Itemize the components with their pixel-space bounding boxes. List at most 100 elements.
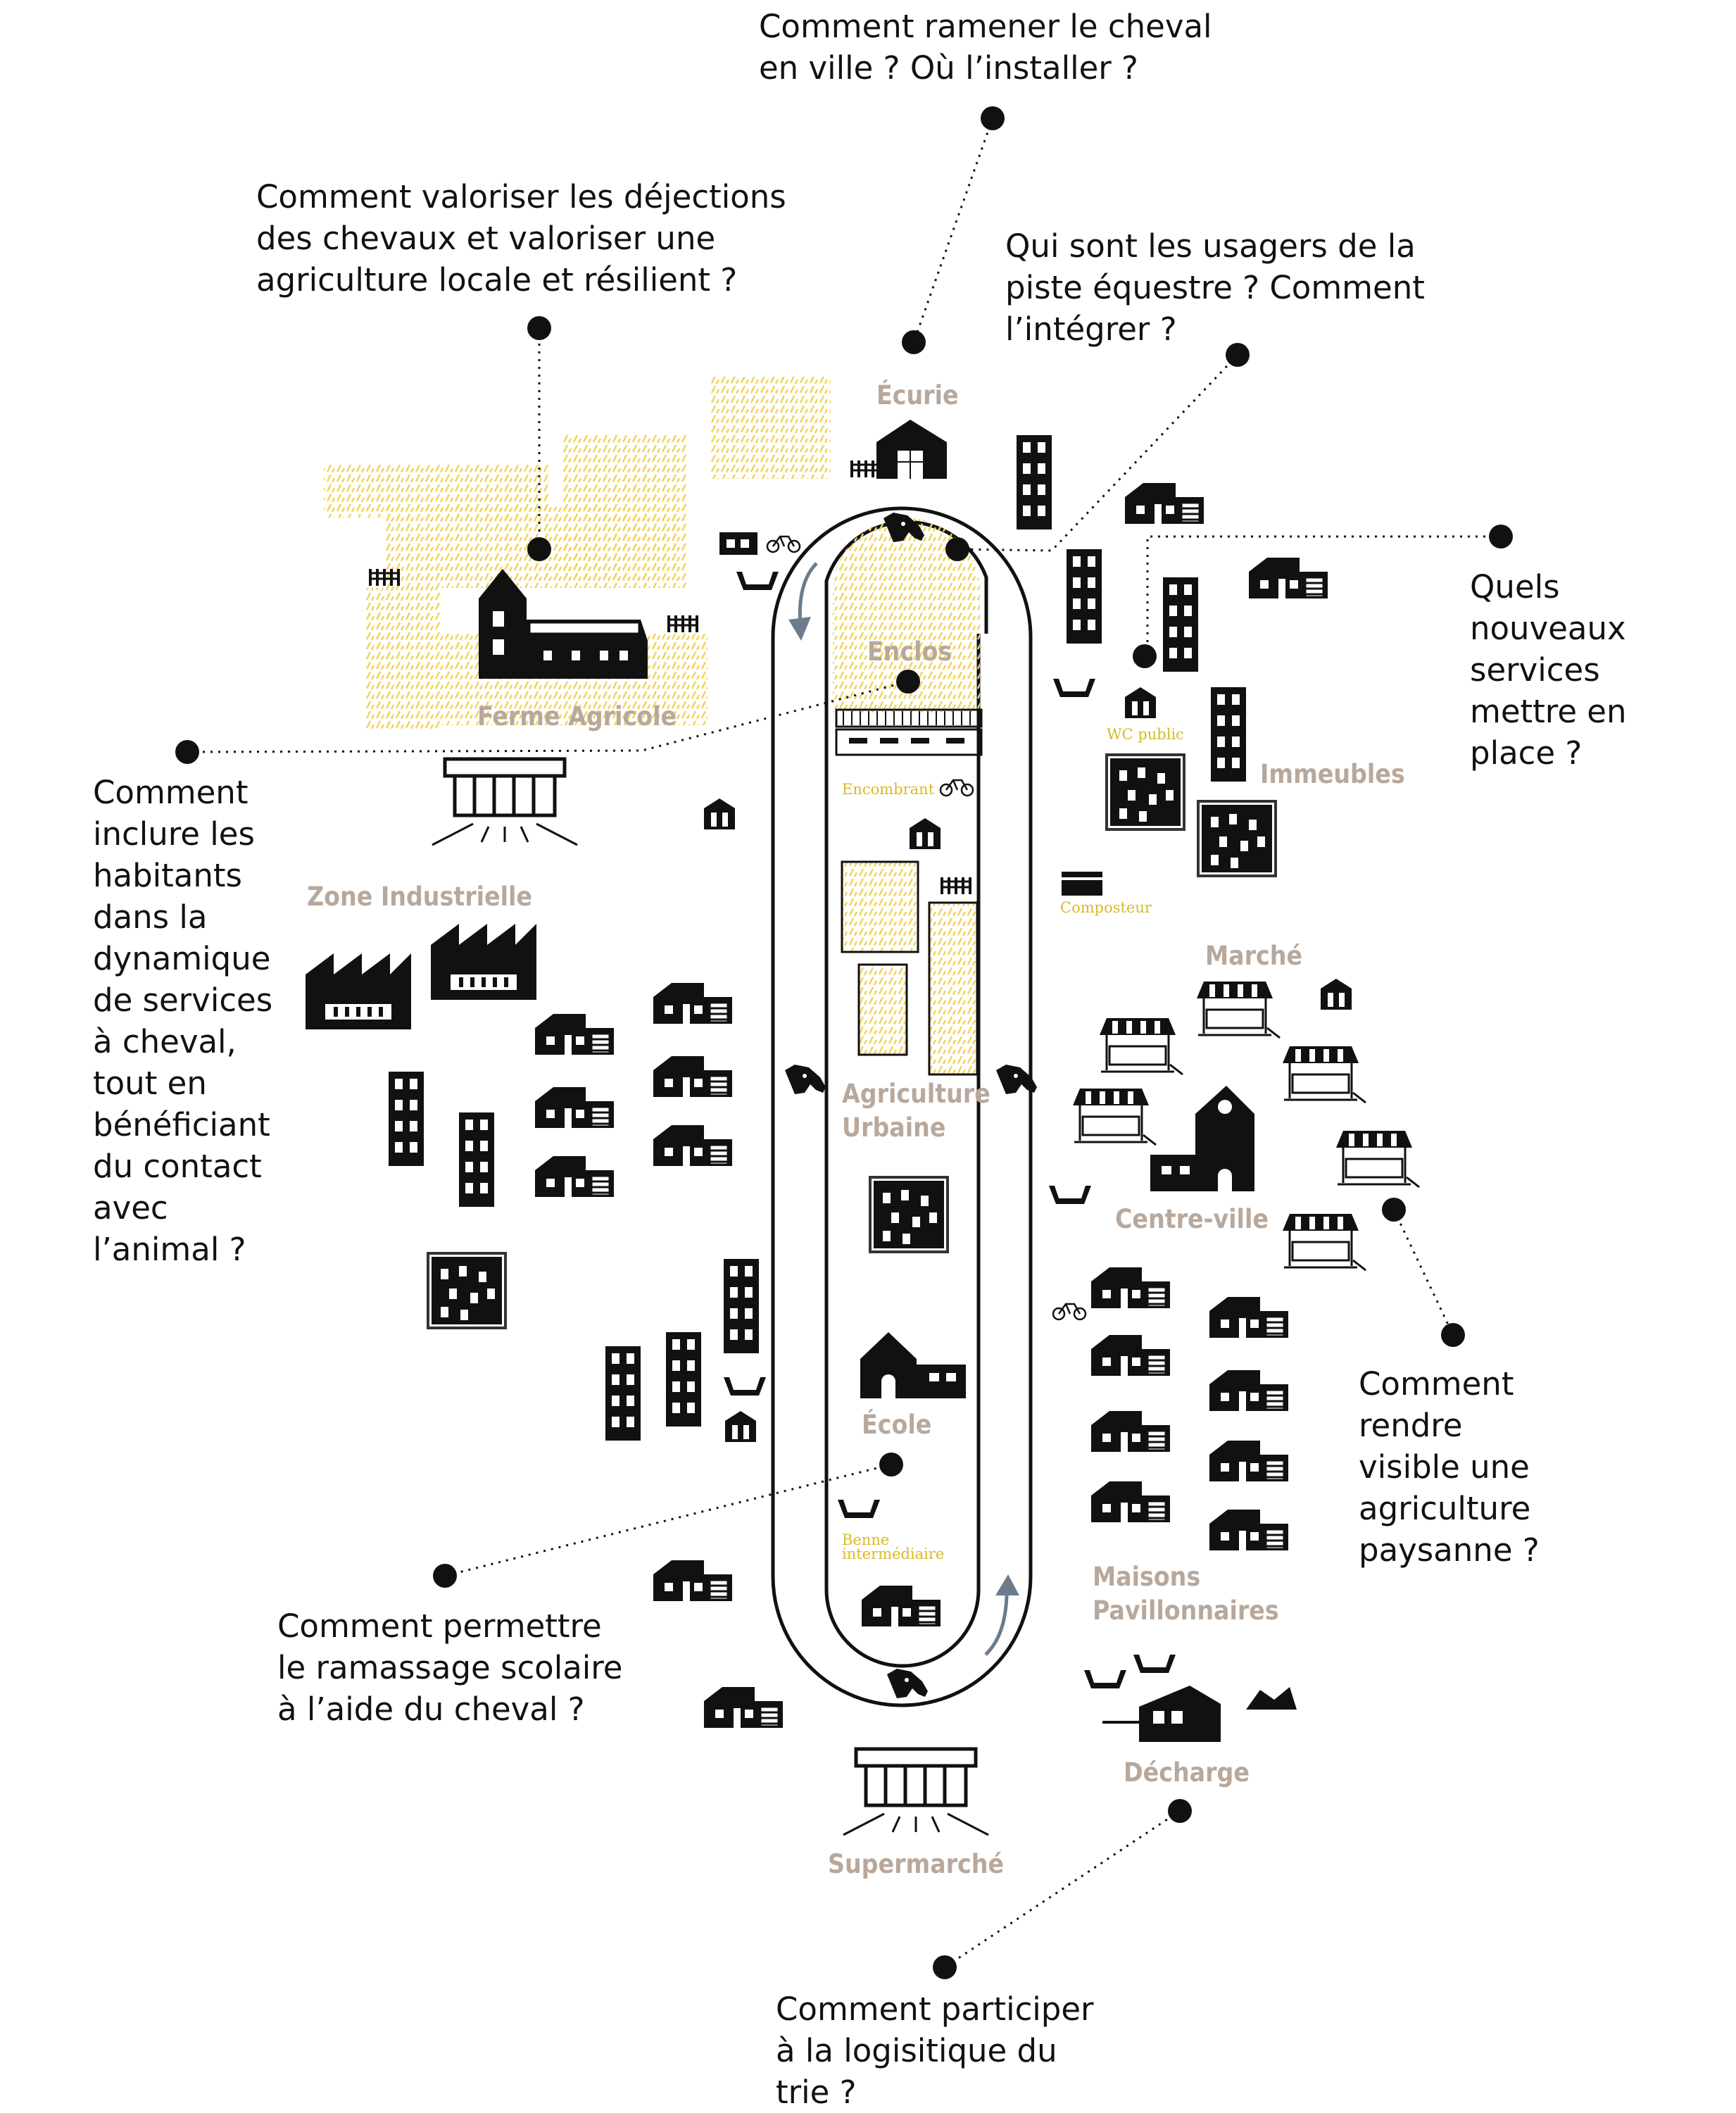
compost-icon xyxy=(1062,872,1102,896)
apartment-tower-icon xyxy=(459,1112,494,1207)
house-icon xyxy=(1090,1334,1171,1377)
apartment-block-icon xyxy=(1105,753,1185,831)
question-new-services: Quels nouveaux services mettre en place … xyxy=(1470,568,1627,772)
horse-head-icon xyxy=(785,1065,826,1094)
label-agriculture: Agriculture xyxy=(842,1079,990,1109)
label-immeubles: Immeubles xyxy=(1260,759,1405,789)
market-stall-icon xyxy=(1071,1087,1157,1146)
farm-icon xyxy=(479,569,648,679)
label-maisons: Maisons xyxy=(1093,1562,1200,1592)
bin-icon xyxy=(1049,1186,1091,1204)
enclos-field xyxy=(833,518,980,713)
supermarket-icon xyxy=(432,759,577,845)
label-ecurie: Écurie xyxy=(876,380,959,410)
label-ferme-agricole: Ferme Agricole xyxy=(477,701,677,732)
market-stall-icon xyxy=(1281,1045,1367,1104)
question-track-users: Qui sont les usagers de la piste équestr… xyxy=(1005,227,1425,348)
leader-lines xyxy=(187,118,1501,1969)
small-building-icon xyxy=(704,798,735,829)
house-icon xyxy=(534,1155,615,1198)
apartment-block-icon xyxy=(1197,800,1277,877)
house-icon xyxy=(1247,556,1329,600)
house-icon xyxy=(534,1012,615,1056)
leader-dots xyxy=(175,106,1513,1979)
question-manure: Comment valoriser les déjections des che… xyxy=(256,178,786,299)
apartment-tower-icon xyxy=(1163,577,1198,672)
label-enclos: Enclos xyxy=(867,637,952,667)
compost-icon xyxy=(719,532,757,555)
house-icon xyxy=(1208,1508,1290,1552)
market-stall-icon xyxy=(1335,1129,1421,1189)
house-icon xyxy=(1208,1296,1290,1339)
house-icon xyxy=(534,1086,615,1129)
question-horse-city: Comment ramener le cheval en ville ? Où … xyxy=(759,8,1212,87)
bin-icon xyxy=(1133,1655,1176,1673)
apartment-block-icon xyxy=(427,1252,507,1329)
question-inhabitants: Comment inclure les habitants dans la dy… xyxy=(93,774,273,1268)
school-icon xyxy=(860,1332,966,1398)
label-benne: Benne xyxy=(842,1531,889,1548)
label-pavillonnaires: Pavillonnaires xyxy=(1093,1595,1279,1626)
house-icon xyxy=(860,1584,942,1628)
house-icon xyxy=(652,1559,734,1603)
question-sorting-logistics: Comment participer à la logisitique du t… xyxy=(776,1990,1094,2111)
small-building-icon xyxy=(725,1411,756,1442)
house-icon xyxy=(1090,1266,1171,1310)
farm-fields xyxy=(324,377,831,729)
label-encombrant: Encombrant xyxy=(842,781,935,798)
horse-head-icon xyxy=(887,1669,928,1698)
toilet-icon xyxy=(1125,687,1156,718)
urban-agriculture-plots xyxy=(841,860,979,1076)
fence-icon xyxy=(666,614,700,634)
factory-icon xyxy=(306,953,411,1029)
house-icon xyxy=(652,982,734,1025)
apartment-tower-icon xyxy=(605,1346,641,1441)
bin-icon xyxy=(838,1500,880,1518)
fence-icon xyxy=(939,876,973,896)
bicycle-icon xyxy=(766,535,801,553)
label-zone-industrielle: Zone Industrielle xyxy=(307,882,532,912)
house-icon xyxy=(1124,482,1205,525)
house-icon xyxy=(1090,1480,1171,1524)
apartment-tower-icon xyxy=(1211,687,1246,782)
stable-icon xyxy=(876,420,947,479)
apartment-block-icon xyxy=(869,1176,949,1253)
label-centre-ville: Centre-ville xyxy=(1115,1204,1269,1234)
bicycle-icon xyxy=(1052,1303,1087,1321)
label-ecole: École xyxy=(862,1409,931,1440)
supermarket-icon xyxy=(843,1749,988,1835)
bin-icon xyxy=(1053,679,1095,697)
label-intermediaire: intermédiaire xyxy=(842,1545,944,1562)
label-composteur: Composteur xyxy=(1060,899,1152,916)
house-icon xyxy=(1208,1369,1290,1412)
town-hall-icon xyxy=(1150,1086,1254,1191)
market-stall-icon xyxy=(1195,980,1281,1039)
apartment-tower-icon xyxy=(666,1332,701,1427)
landfill-icon xyxy=(1102,1686,1297,1742)
question-school-pickup: Comment permettre le ramassage scolaire … xyxy=(277,1607,623,1728)
question-peasant-agriculture: Comment rendre visible une agriculture p… xyxy=(1359,1365,1540,1569)
small-building-icon xyxy=(910,818,941,849)
bin-icon xyxy=(1084,1670,1126,1688)
apartment-tower-icon xyxy=(389,1072,424,1166)
bin-icon xyxy=(736,572,779,590)
small-building-icon xyxy=(1321,979,1352,1010)
apartment-tower-icon xyxy=(724,1259,759,1353)
label-decharge: Décharge xyxy=(1124,1757,1250,1788)
label-marche: Marché xyxy=(1205,941,1302,971)
label-wc-public: WC public xyxy=(1107,726,1184,743)
bicycle-icon xyxy=(939,779,974,797)
market-stall-icon xyxy=(1281,1212,1367,1272)
apartment-tower-icon xyxy=(1017,435,1052,529)
arrow-icon xyxy=(788,562,1019,1656)
house-icon xyxy=(1208,1439,1290,1483)
label-urbaine: Urbaine xyxy=(842,1112,945,1143)
house-icon xyxy=(703,1686,784,1729)
house-icon xyxy=(1090,1410,1171,1453)
apartment-tower-icon xyxy=(1067,549,1102,644)
bin-icon xyxy=(724,1377,766,1396)
label-supermarche: Supermarché xyxy=(828,1849,1004,1879)
market-stall-icon xyxy=(1098,1017,1184,1076)
factory-icon xyxy=(431,924,536,1000)
